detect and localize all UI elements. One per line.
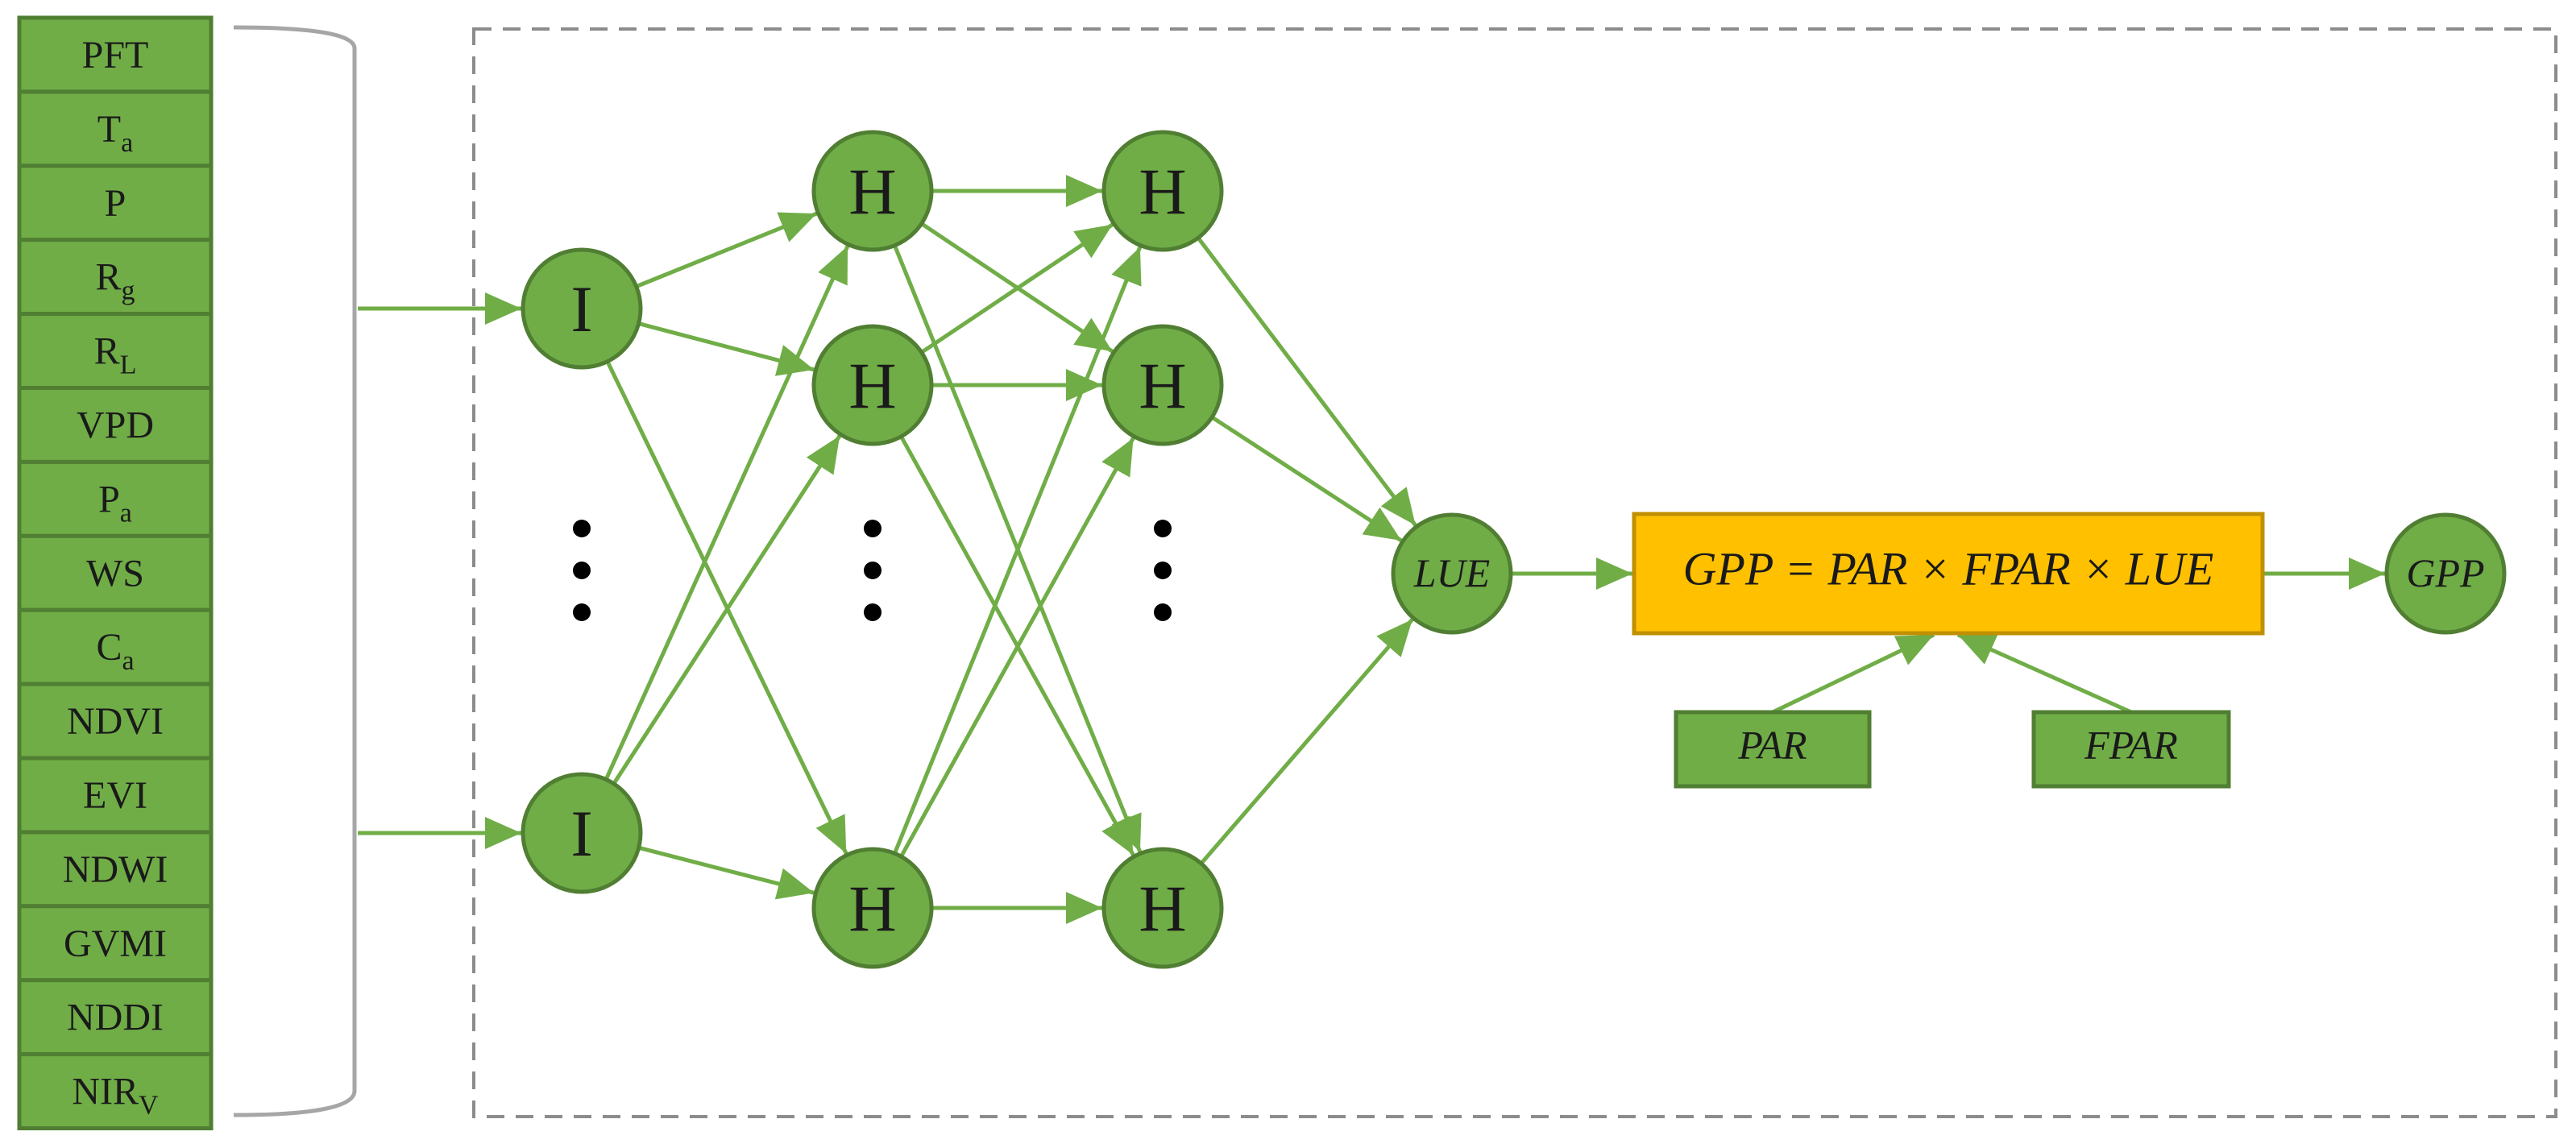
input-node-label: I <box>570 797 592 870</box>
input-variable-label: RL <box>94 330 137 380</box>
ellipsis-dot <box>573 603 591 621</box>
input-to-hidden-arrow <box>637 321 815 376</box>
hidden-to-lue-arrow <box>1199 618 1414 865</box>
par-to-formula-arrow <box>1771 632 1935 715</box>
network-dashed-frame <box>472 27 2557 1118</box>
input-variable-box <box>17 1052 214 1130</box>
hidden-node-label: H <box>1139 155 1186 228</box>
input-variable-box <box>17 386 214 464</box>
input-to-hidden-arrow <box>638 845 815 900</box>
ellipsis-dot <box>864 603 881 621</box>
fpar-label: FPAR <box>2084 722 2178 767</box>
input-variable-label: Rg <box>95 256 135 306</box>
input-variable-box <box>17 682 214 761</box>
input-variable-label: P <box>105 182 127 225</box>
par-label: PAR <box>1737 722 1807 767</box>
input-variable-box <box>17 830 214 909</box>
input-variable-label: Ta <box>97 108 133 158</box>
input-node-circle <box>521 772 643 894</box>
input-bracket <box>233 25 357 1117</box>
ellipsis-dots <box>573 520 1172 621</box>
lue-node-label: LUE <box>1413 550 1490 595</box>
input-variable-label: WS <box>86 552 144 595</box>
ellipsis-dot <box>573 520 591 537</box>
hidden-to-hidden-arrow <box>920 222 1114 354</box>
input-variable-box <box>17 89 214 168</box>
hidden-node-circle <box>811 130 934 252</box>
input-variable-box <box>17 904 214 983</box>
formula-box <box>1632 512 2265 636</box>
ellipsis-dot <box>1154 603 1172 621</box>
input-variable-label: GVMI <box>64 922 167 965</box>
input-to-hidden-arrow <box>635 211 818 288</box>
hidden-node-circle <box>1101 324 1224 446</box>
hidden-node-circle <box>811 324 934 446</box>
ellipsis-dot <box>864 520 881 537</box>
input-node-label: I <box>570 272 592 346</box>
hidden-node-label: H <box>1139 872 1186 945</box>
input-node-circle <box>521 247 643 370</box>
input-variable-label: Ca <box>96 626 134 676</box>
input-variable-box <box>17 238 214 317</box>
network-nodes: I I H H H H H H LUE GPP <box>521 130 2507 969</box>
hidden-to-hidden-arrow <box>899 437 1135 858</box>
input-variable-box <box>17 978 214 1057</box>
input-variable-label: VPD <box>77 404 154 446</box>
hidden-node-label: H <box>848 872 896 945</box>
input-to-hidden-arrow <box>612 434 842 785</box>
input-variable-label: EVI <box>83 774 147 817</box>
input-variable-box <box>17 15 214 94</box>
ellipsis-dot <box>1154 520 1172 537</box>
fpar-to-formula-arrow <box>1956 632 2133 715</box>
gpp-node-circle <box>2384 512 2507 635</box>
input-variable-box <box>17 312 214 391</box>
input-variable-label: NDWI <box>63 848 168 891</box>
ellipsis-dot <box>1154 562 1172 579</box>
input-to-hidden-arrow <box>604 245 850 781</box>
input-variable-label: Pa <box>98 478 132 528</box>
formula-text: GPP = PAR × FPAR × LUE <box>1683 542 2214 595</box>
hidden-to-lue-arrow <box>1197 236 1417 527</box>
input-variable-label: NIRV <box>72 1071 159 1121</box>
hidden-node-label: H <box>848 349 896 422</box>
fpar-box <box>2031 710 2231 789</box>
input-variable-label: NDVI <box>67 700 164 743</box>
input-variable-label: PFT <box>82 34 149 77</box>
lue-node-circle <box>1391 512 1513 635</box>
par-box <box>1674 710 1872 789</box>
input-variable-box <box>17 756 214 835</box>
network-connections <box>358 175 2385 924</box>
hidden-node-circle <box>1101 130 1224 252</box>
input-variable-label: NDDI <box>67 997 164 1039</box>
hidden-to-lue-arrow <box>1210 415 1403 543</box>
ellipsis-dot <box>573 562 591 579</box>
hidden-node-circle <box>1101 847 1224 969</box>
hidden-node-label: H <box>1139 349 1186 422</box>
ellipsis-dot <box>864 562 881 579</box>
hidden-node-circle <box>811 847 934 969</box>
hidden-node-label: H <box>848 155 896 228</box>
gpp-node-label: GPP <box>2406 550 2484 595</box>
hidden-to-hidden-arrow <box>893 246 1143 855</box>
